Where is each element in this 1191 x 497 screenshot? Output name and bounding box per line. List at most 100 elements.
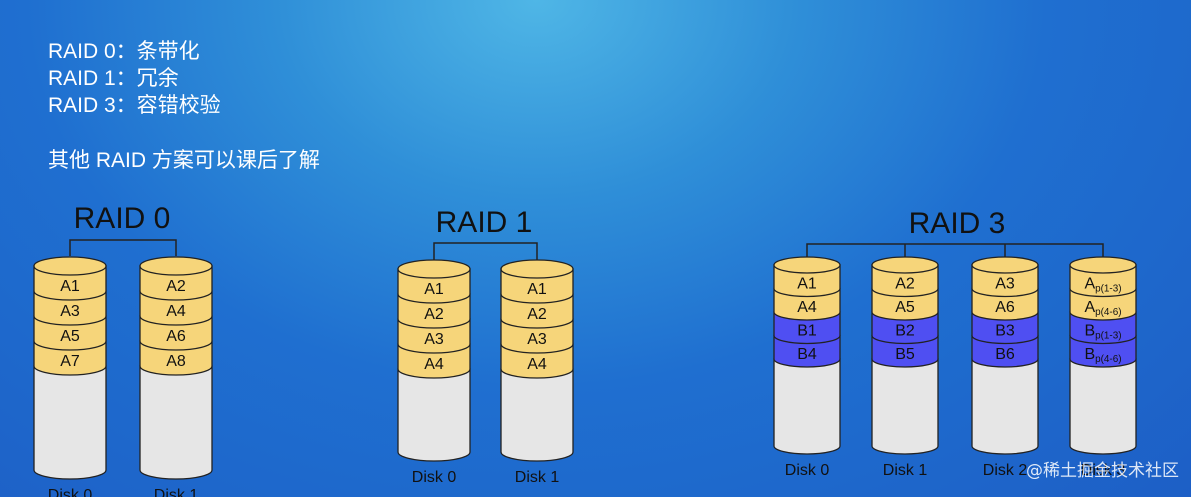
disk-block [397,318,471,354]
watermark: @稀土掘金技术社区 [1026,461,1179,481]
block-label: A1 [797,275,817,292]
disk-block [33,290,107,326]
block-label: Ap(1-3) [1084,275,1121,294]
block-label: B1 [797,322,817,339]
disk-block [1069,264,1137,298]
disk-block [871,311,939,345]
disk-top-cap [773,256,841,274]
disk-block [773,311,841,345]
block-label: A4 [166,303,186,320]
block-label: Ap(4-6) [1084,299,1121,318]
block-label: A1 [424,281,444,298]
block-label: A3 [995,275,1015,292]
block-label: A7 [60,353,80,370]
block-label: B3 [995,322,1015,339]
disk-empty-space [1069,358,1137,455]
block-label: A6 [995,299,1015,316]
disk-top-cap [397,259,471,279]
block-label: A4 [527,356,547,373]
disk-empty-space [397,368,471,462]
block-label: B4 [797,346,817,363]
disk-empty-space [773,358,841,455]
disk-empty-space [33,365,107,480]
block-label: A8 [166,353,186,370]
disk-block [971,334,1039,368]
block-label: A2 [895,275,915,292]
disk-block [773,264,841,298]
disk-empty-space [971,358,1039,455]
block-label: A1 [527,281,547,298]
disk-label: Disk 1 [883,462,928,479]
disk-block [773,287,841,321]
block-label: Bp(4-6) [1084,346,1121,365]
disk-block [397,268,471,304]
note-other-raid: 其他 RAID 方案可以课后了解 [48,149,320,172]
disk-block [971,287,1039,321]
disk-label: Disk 1 [154,487,199,497]
disk-empty-space [871,358,939,455]
block-label: A5 [60,328,80,345]
raid3-connector [806,243,1104,262]
raid3-disk-3: Ap(1-3) Ap(4-6) Bp(1-3) Bp(4-6) Disk 3 [1069,256,1137,479]
block-label: A2 [166,278,186,295]
block-label: B5 [895,346,915,363]
note-raid1: RAID 1：冗余 [48,67,179,90]
disk-top-cap [971,256,1039,274]
disk-block [971,311,1039,345]
disk-block [500,293,574,329]
disk-top-cap [139,256,213,276]
disk-block [33,315,107,351]
block-label: A2 [424,306,444,323]
note-raid0: RAID 0：条带化 [48,40,200,63]
block-label: A1 [60,278,80,295]
raid0-title: RAID 0 [74,202,171,235]
disk-top-cap [871,256,939,274]
raid1-connector [433,242,538,261]
block-label: A3 [60,303,80,320]
disk-block [139,290,213,326]
disk-block [397,343,471,379]
block-label: Bp(1-3) [1084,322,1121,341]
disk-block [33,265,107,301]
disk-block [33,340,107,376]
disk-label: Disk 2 [983,462,1028,479]
note-raid3: RAID 3：容错校验 [48,94,221,117]
disk-label: Disk 3 [1081,462,1126,479]
block-label: A5 [895,299,915,316]
disk-block [139,315,213,351]
block-label: A2 [527,306,547,323]
disk-label: Disk 1 [515,469,560,486]
disk-block [971,264,1039,298]
raid3-title: RAID 3 [909,207,1006,240]
disk-top-cap [1069,256,1137,274]
block-label: B6 [995,346,1015,363]
block-label: A4 [424,356,444,373]
disk-label: Disk 0 [785,462,830,479]
disk-block [871,264,939,298]
disk-block [773,334,841,368]
disk-block [871,287,939,321]
disk-block [1069,287,1137,321]
disk-block [1069,334,1137,368]
block-label: A6 [166,328,186,345]
disk-block [139,265,213,301]
block-label: A4 [797,299,817,316]
disk-block [500,268,574,304]
disk-label: Disk 0 [412,469,457,486]
raid0-connector [69,239,177,256]
disk-block [500,318,574,354]
block-label: A3 [527,331,547,348]
disk-block [397,293,471,329]
disk-block [139,340,213,376]
disk-top-cap [33,256,107,276]
